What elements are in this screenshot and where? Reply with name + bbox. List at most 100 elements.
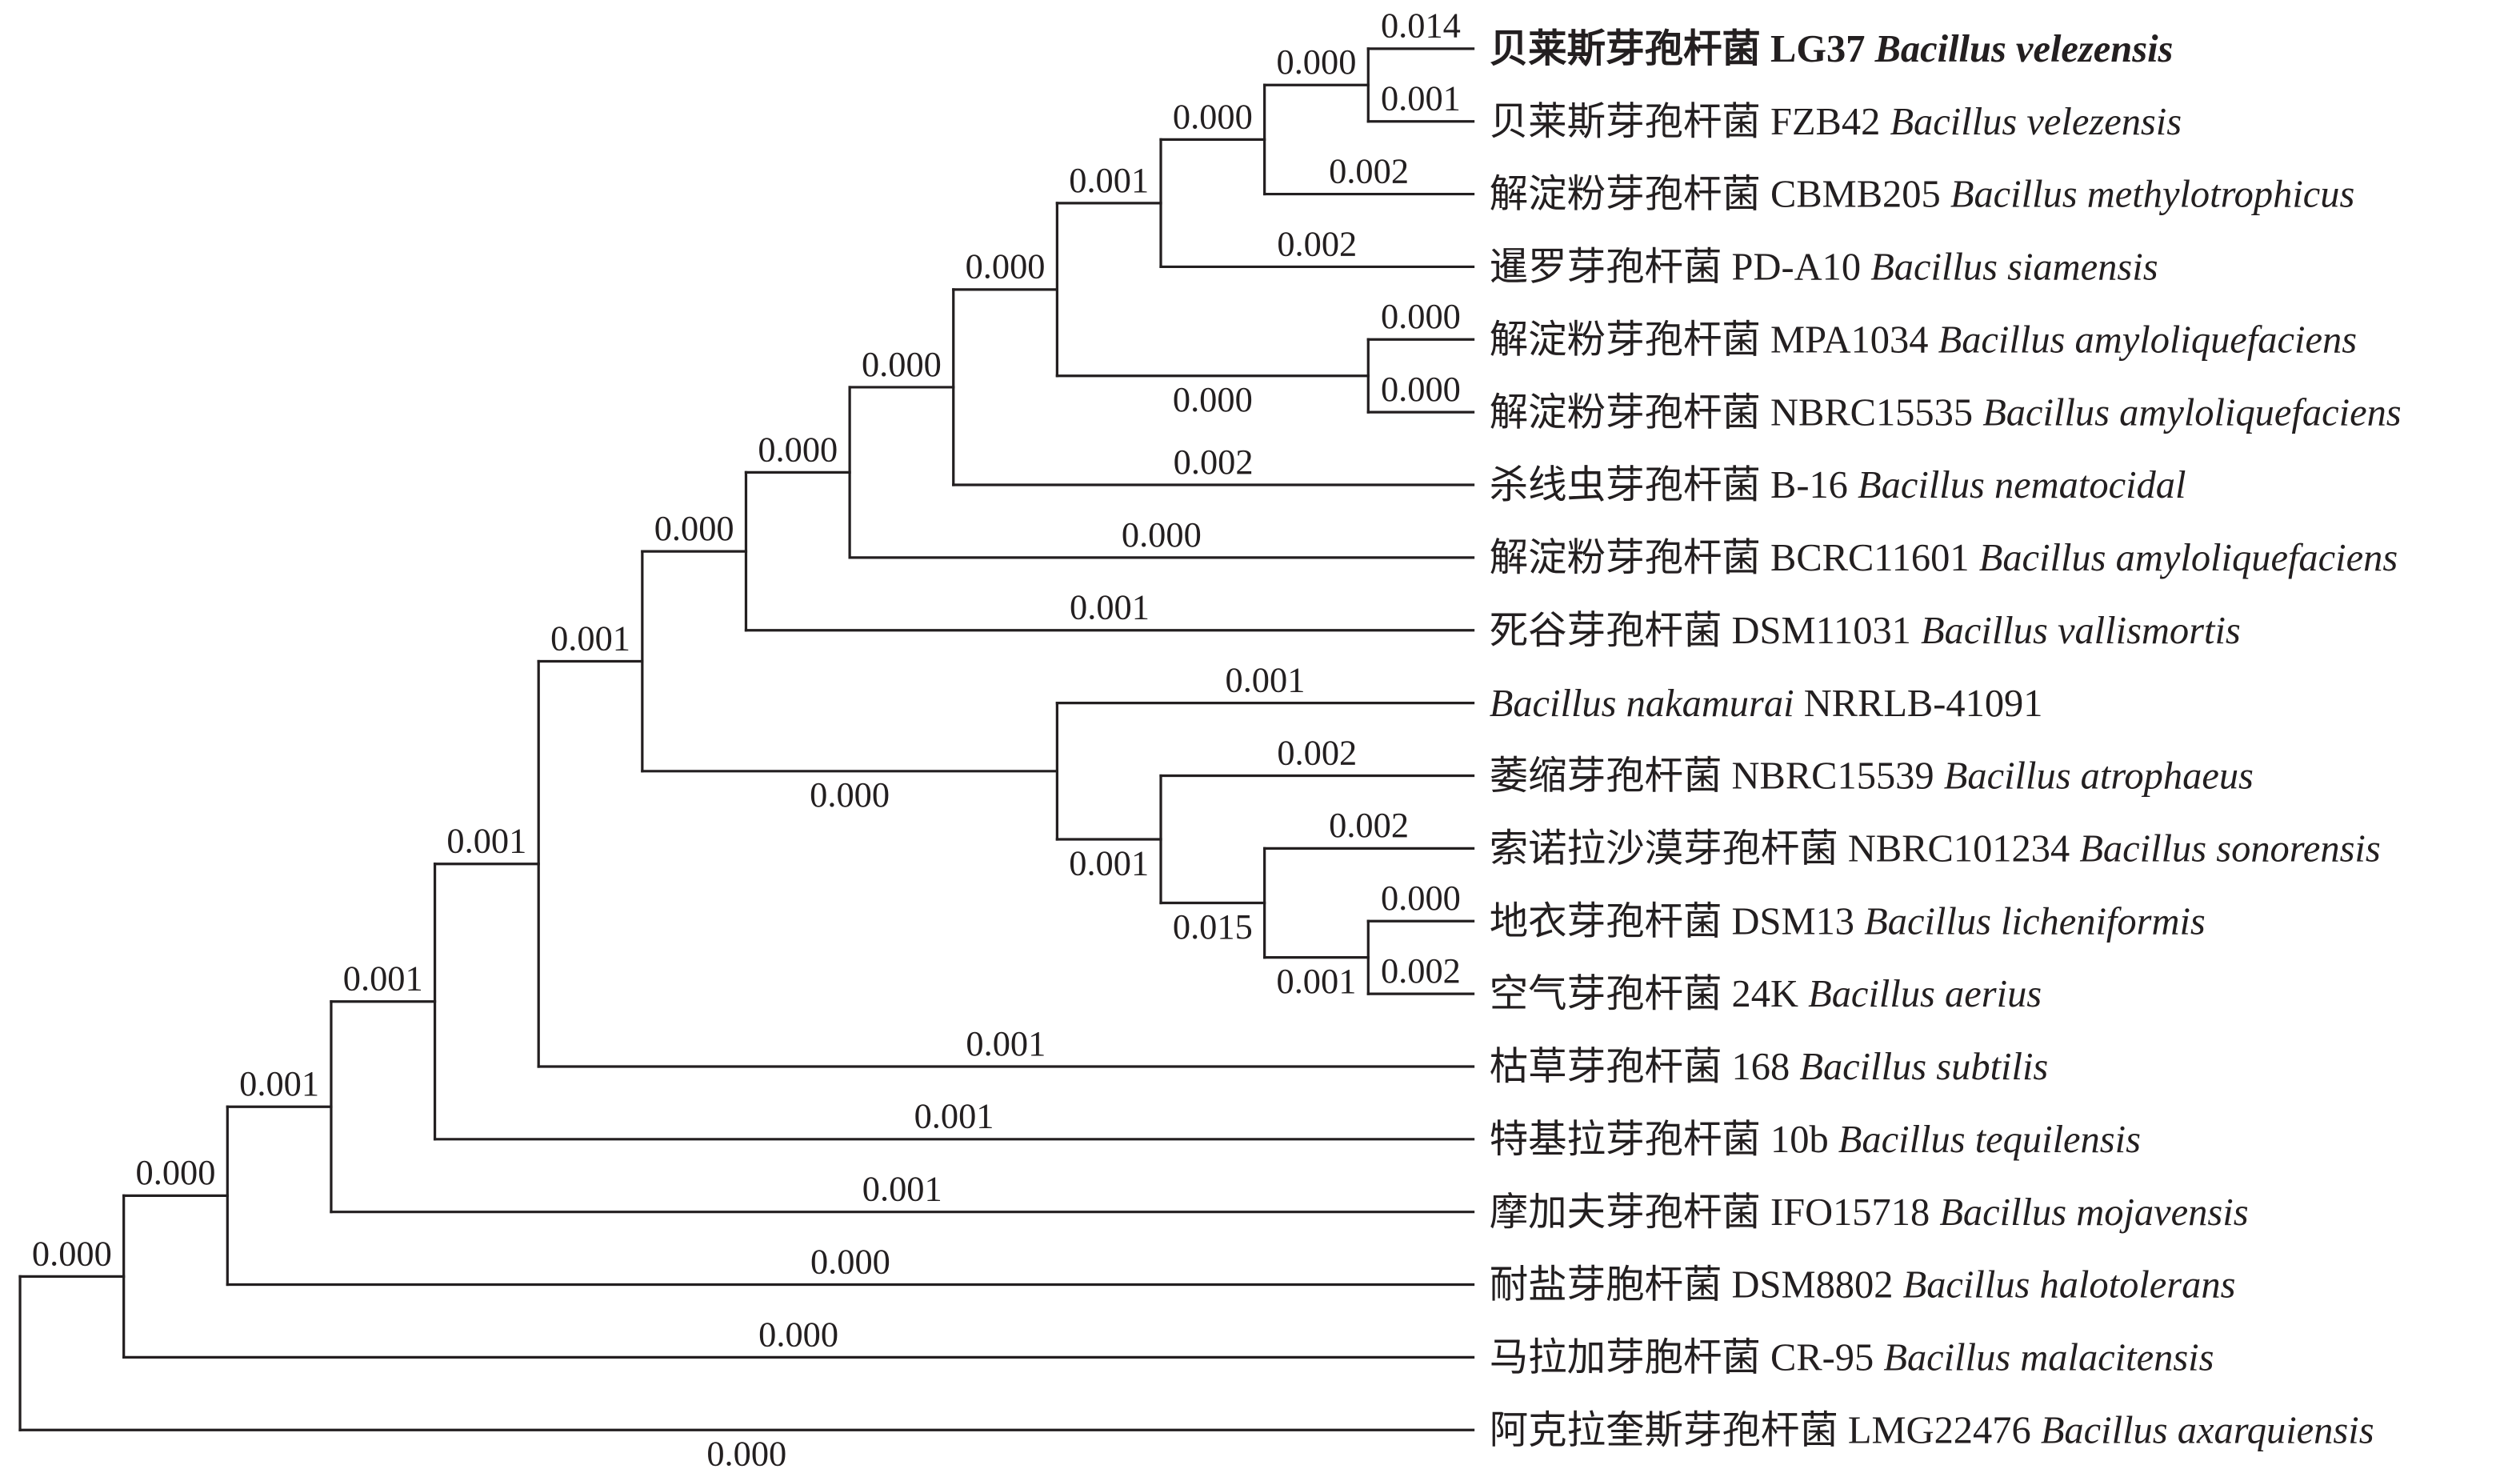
branch-length-label: 0.000	[1173, 96, 1253, 136]
strain-name: 摩加夫芽孢杆菌	[1490, 1191, 1761, 1234]
branch-length-label: 0.001	[862, 1169, 942, 1209]
strain-name: NBRC15539	[1722, 755, 1934, 798]
branch-length-label: 0.000	[1277, 42, 1357, 82]
strain-name: 解淀粉芽孢杆菌	[1490, 391, 1761, 434]
branch-length-label: 0.001	[1381, 78, 1461, 118]
species-name: Bacillus siamensis	[1861, 246, 2158, 289]
taxon-label: 特基拉芽孢杆菌 10b Bacillus tequilensis	[1490, 1119, 2141, 1161]
species-name: Bacillus amyloliquefaciens	[1973, 391, 2402, 434]
branch-length-label: 0.000	[758, 1314, 838, 1354]
species-name: Bacillus nematocidal	[1848, 464, 2186, 506]
branch-length-label: 0.000	[1381, 369, 1461, 409]
strain-name: 解淀粉芽孢杆菌	[1490, 174, 1761, 216]
branch-length-label: 0.002	[1381, 951, 1461, 991]
species-name: Bacillus vallismortis	[1911, 610, 2241, 652]
taxon-label: 马拉加芽胞杆菌 CR-95 Bacillus malacitensis	[1490, 1337, 2214, 1379]
branch-length-label: 0.001	[239, 1063, 319, 1103]
strain-name: 阿克拉奎斯芽孢杆菌	[1490, 1409, 1838, 1451]
branch-length-label: 0.001	[1226, 659, 1306, 699]
species-name: Bacillus mojavensis	[1930, 1191, 2248, 1234]
branch-length-label: 0.000	[32, 1233, 112, 1273]
strain-name: 解淀粉芽孢杆菌	[1490, 537, 1761, 579]
species-name: Bacillus axarquiensis	[2031, 1409, 2374, 1451]
taxon-label: 萎缩芽孢杆菌 NBRC15539 Bacillus atrophaeus	[1490, 755, 2254, 798]
taxon-label: 阿克拉奎斯芽孢杆菌 LMG22476 Bacillus axarquiensis	[1490, 1409, 2374, 1451]
species-name: Bacillus malacitensis	[1874, 1337, 2214, 1379]
taxon-label: 解淀粉芽孢杆菌 NBRC15535 Bacillus amyloliquefac…	[1490, 391, 2402, 434]
strain-name: CR-95	[1761, 1337, 1874, 1379]
branch-length-label: 0.000	[862, 344, 942, 384]
strain-name: 贝莱斯芽孢杆菌	[1490, 101, 1761, 143]
branch-length-label: 0.001	[914, 1096, 994, 1136]
branch-length-label: 0.002	[1329, 150, 1409, 190]
taxon-label: 贝莱斯芽孢杆菌 LG37 Bacillus velezensis	[1490, 27, 2174, 70]
strain-name: 地衣芽孢杆菌	[1490, 900, 1722, 943]
strain-name: NRRLB-41091	[1794, 682, 2043, 725]
strain-name: 马拉加芽胞杆菌	[1490, 1337, 1761, 1379]
strain-name: 枯草芽孢杆菌	[1490, 1046, 1722, 1088]
branch-length-label: 0.000	[810, 775, 890, 815]
strain-name: MPA1034	[1761, 318, 1929, 361]
strain-name: 特基拉芽孢杆菌	[1490, 1119, 1761, 1161]
species-name: Bacillus amyloliquefaciens	[1928, 318, 2357, 361]
branch-length-label: 0.015	[1173, 907, 1253, 947]
species-name: Bacillus amyloliquefaciens	[1970, 537, 2398, 579]
branch-length-label: 0.001	[1069, 843, 1149, 883]
species-name: Bacillus tequilensis	[1829, 1119, 2141, 1161]
branch-length-label: 0.002	[1277, 732, 1357, 772]
species-name: Bacillus subtilis	[1790, 1046, 2048, 1088]
branches	[18, 47, 1475, 1431]
branch-length-label: 0.014	[1381, 6, 1461, 46]
strain-name: 索诺拉沙漠芽孢杆菌	[1490, 828, 1838, 871]
taxon-label: 解淀粉芽孢杆菌 CBMB205 Bacillus methylotrophicu…	[1490, 174, 2355, 216]
strain-name: B-16	[1761, 464, 1848, 506]
species-name: Bacillus atrophaeus	[1934, 755, 2254, 798]
strain-name: 暹罗芽孢杆菌	[1490, 246, 1722, 289]
branch-length-label: 0.000	[136, 1152, 216, 1192]
taxon-label: 杀线虫芽孢杆菌 B-16 Bacillus nematocidal	[1490, 464, 2186, 506]
strain-name: CBMB205	[1761, 174, 1941, 216]
branch-length-label: 0.001	[446, 821, 526, 861]
branch-length-label: 0.001	[966, 1023, 1046, 1063]
branch-length-label: 0.000	[1381, 296, 1461, 336]
strain-name: NBRC15535	[1761, 391, 1973, 434]
taxon-label: 空气芽孢杆菌 24K Bacillus aerius	[1490, 973, 2042, 1015]
branch-length-labels: 0.000 0.000 0.001 0.001 0.001 0.001 0.000 0.000…	[32, 6, 1461, 1469]
strain-name: DSM13	[1722, 900, 1854, 943]
strain-name: FZB42	[1761, 101, 1880, 143]
branch-length-label: 0.002	[1329, 805, 1409, 845]
species-name: Bacillus velezensis	[1865, 28, 2173, 70]
branch-length-label: 0.002	[1174, 442, 1254, 482]
taxon-label: 贝莱斯芽孢杆菌 FZB42 Bacillus velezensis	[1490, 101, 2182, 143]
taxon-label: 摩加夫芽孢杆菌 IFO15718 Bacillus mojavensis	[1490, 1191, 2249, 1234]
branch-length-label: 0.000	[1122, 514, 1202, 554]
strain-name: LMG22476	[1838, 1409, 2031, 1451]
strain-name: LG37	[1761, 28, 1866, 70]
taxon-label: 死谷芽孢杆菌 DSM11031 Bacillus vallismortis	[1490, 610, 2241, 652]
branch-length-label: 0.002	[1277, 223, 1357, 263]
strain-name: DSM11031	[1722, 610, 1910, 652]
species-name: Bacillus sonorensis	[2070, 828, 2381, 871]
strain-name: 24K	[1722, 973, 1798, 1015]
taxon-label: 枯草芽孢杆菌 168 Bacillus subtilis	[1490, 1046, 2049, 1088]
strain-name: 杀线虫芽孢杆菌	[1490, 464, 1761, 506]
branch-length-label: 0.000	[810, 1241, 890, 1281]
branch-length-label: 0.000	[758, 429, 838, 469]
strain-name: BCRC11601	[1761, 537, 1970, 579]
species-name: Bacillus aerius	[1798, 973, 2042, 1015]
leaf-labels: 贝莱斯芽孢杆菌 LG37 Bacillus velezensis贝莱斯芽孢杆菌 …	[1490, 27, 2402, 1451]
strain-name: PD-A10	[1722, 246, 1861, 289]
strain-name: 168	[1722, 1046, 1790, 1088]
strain-name: IFO15718	[1761, 1191, 1930, 1234]
taxon-label: 耐盐芽胞杆菌 DSM8802 Bacillus halotolerans	[1490, 1264, 2236, 1307]
branch-length-label: 0.001	[343, 959, 423, 999]
strain-name: 贝莱斯芽孢杆菌	[1490, 27, 1761, 70]
taxon-label: 地衣芽孢杆菌 DSM13 Bacillus licheniformis	[1490, 900, 2206, 943]
strain-name: 死谷芽孢杆菌	[1490, 610, 1722, 652]
taxon-label: 解淀粉芽孢杆菌 MPA1034 Bacillus amyloliquefacie…	[1490, 318, 2357, 361]
strain-name: 10b	[1761, 1119, 1829, 1161]
taxon-label: 解淀粉芽孢杆菌 BCRC11601 Bacillus amyloliquefac…	[1490, 537, 2398, 579]
species-name: Bacillus nakamurai	[1490, 682, 1794, 725]
strain-name: 耐盐芽胞杆菌	[1490, 1264, 1722, 1307]
